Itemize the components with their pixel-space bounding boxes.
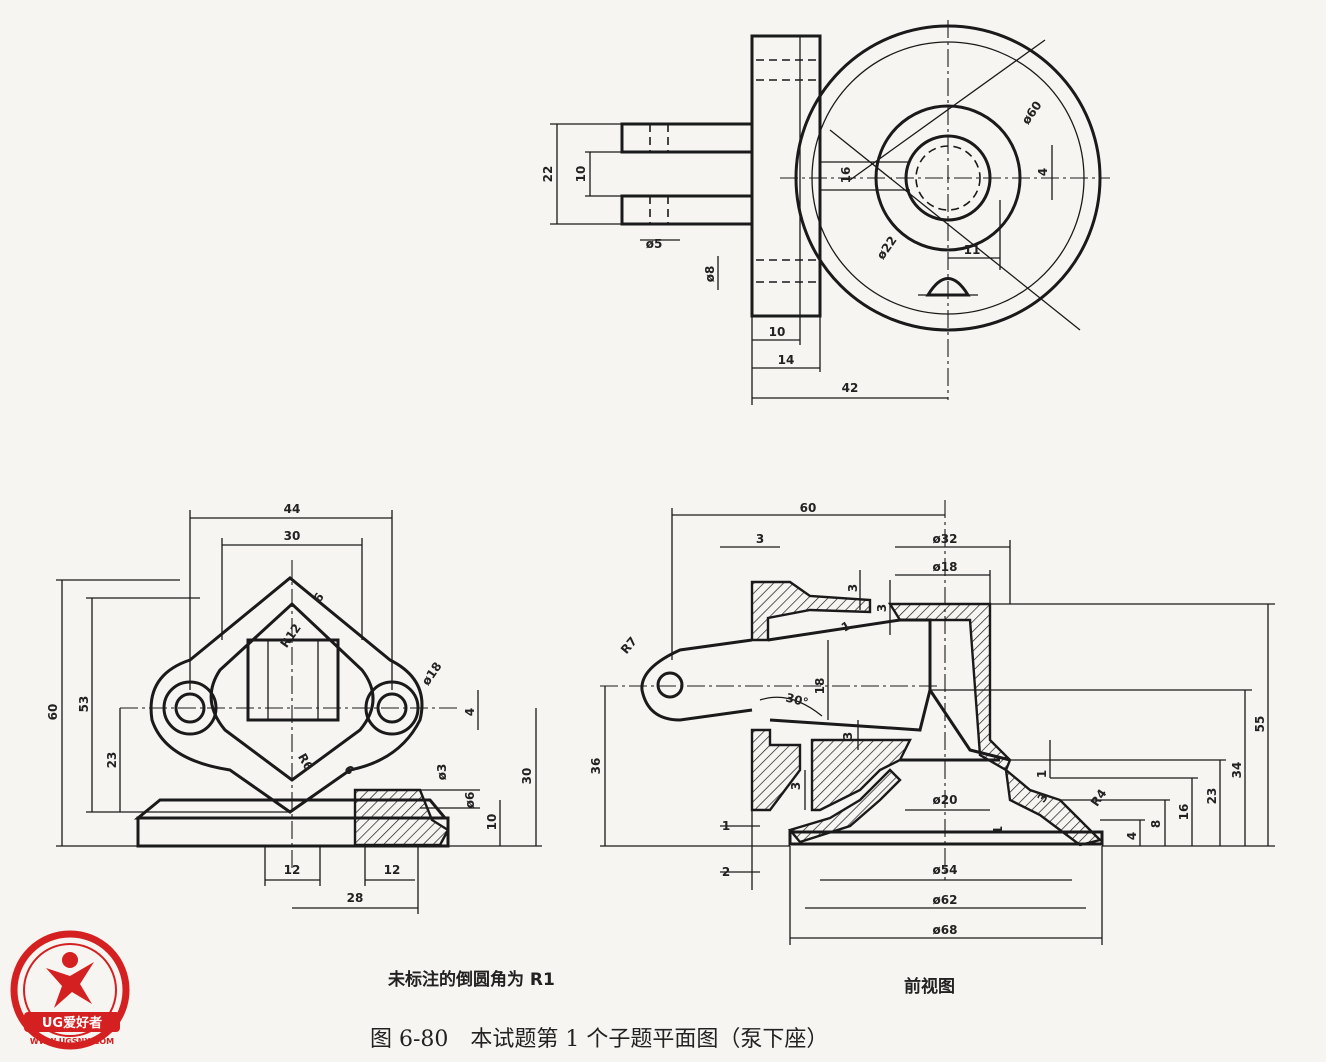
dim-front-60: 60 [800, 501, 817, 515]
dim-front-3e: 3 [789, 782, 803, 790]
dim-side-4: 4 [463, 708, 477, 716]
dim-front-dia62: ø62 [933, 893, 958, 907]
dim-top-10b: 10 [769, 325, 786, 339]
dim-front-34: 34 [1230, 762, 1244, 779]
dim-front-dia68: ø68 [933, 923, 958, 937]
logo-brand-text: UG爱好者 [42, 1015, 102, 1031]
dim-side-dia18: ø18 [419, 659, 445, 687]
dim-front-r7: R7 [618, 634, 640, 656]
dim-top-dia22: ø22 [874, 233, 900, 261]
front-view: 60 3 ø32 ø18 3 3 1 R7 18 30° 3 36 3 ø20 … [589, 500, 1275, 945]
dim-top-22: 22 [541, 166, 555, 183]
dim-front-8: 8 [1149, 820, 1163, 828]
dim-front-55: 55 [1253, 716, 1267, 733]
dim-top-16: 16 [839, 167, 853, 184]
figure-caption: 图 6-80 本试题第 1 个子题平面图（泵下座） [370, 1027, 828, 1052]
dim-front-3c: 3 [875, 604, 889, 612]
dim-side-6: 6 [311, 590, 327, 605]
dim-side-23: 23 [105, 752, 119, 769]
dim-front-18: 18 [813, 678, 827, 695]
ug-logo: UG爱好者 WWW.UGSNX.COM [10, 930, 130, 1050]
dim-side-dia3: ø3 [435, 764, 449, 781]
dim-front-3: 3 [756, 532, 764, 546]
dim-top-dia60: ø60 [1019, 98, 1045, 126]
dim-top-42: 42 [842, 381, 859, 395]
dim-front-dia54: ø54 [933, 863, 958, 877]
dim-top-14: 14 [778, 353, 795, 367]
dim-front-30deg: 30° [784, 690, 810, 709]
dim-side-28: 28 [347, 891, 364, 905]
dim-front-1c: 1 [991, 826, 1005, 834]
dim-top-dia8: ø8 [703, 266, 717, 283]
dim-top-10: 10 [574, 166, 588, 183]
dim-front-2: 2 [722, 865, 730, 879]
top-view: 22 10 16 4 ø60 ø22 11 ø5 ø8 10 14 42 [541, 20, 1110, 405]
dim-front-dia20: ø20 [933, 793, 958, 807]
dim-top-4: 4 [1036, 168, 1050, 176]
dim-front-dia18: ø18 [933, 560, 958, 574]
dim-front-36: 36 [589, 758, 603, 775]
logo-url-text: WWW.UGSNX.COM [30, 1037, 114, 1046]
front-view-title: 前视图 [904, 976, 955, 997]
dim-front-16: 16 [1177, 804, 1191, 821]
dim-front-r4: R4 [1088, 786, 1110, 808]
dim-top-dia5: ø5 [646, 237, 663, 251]
dim-front-3d: 3 [841, 732, 855, 740]
side-view: 44 30 6 R12 ø18 60 53 23 4 R6 6 ø3 ø6 30… [46, 502, 542, 914]
dim-front-23: 23 [1205, 788, 1219, 805]
dim-side-30v: 30 [520, 768, 534, 785]
dim-front-4: 4 [1125, 832, 1139, 840]
dim-side-30: 30 [284, 529, 301, 543]
chamfer-note: 未标注的倒圆角为 R1 [387, 969, 555, 990]
dim-side-44: 44 [284, 502, 301, 516]
dim-front-dia32: ø32 [933, 532, 958, 546]
dim-side-12a: 12 [284, 863, 301, 877]
dim-side-r12: R12 [278, 621, 304, 650]
dim-front-3b: 3 [846, 584, 860, 592]
dim-side-10: 10 [485, 814, 499, 831]
dim-side-53: 53 [77, 696, 91, 713]
dim-side-dia6: ø6 [463, 792, 477, 809]
dim-front-1b: 1 [1035, 770, 1049, 778]
dim-side-60: 60 [46, 704, 60, 721]
dim-side-12b: 12 [384, 863, 401, 877]
dim-front-1d: 1 [722, 819, 730, 833]
dim-top-11: 11 [964, 243, 981, 257]
dim-side-r6: R6 [295, 751, 316, 773]
